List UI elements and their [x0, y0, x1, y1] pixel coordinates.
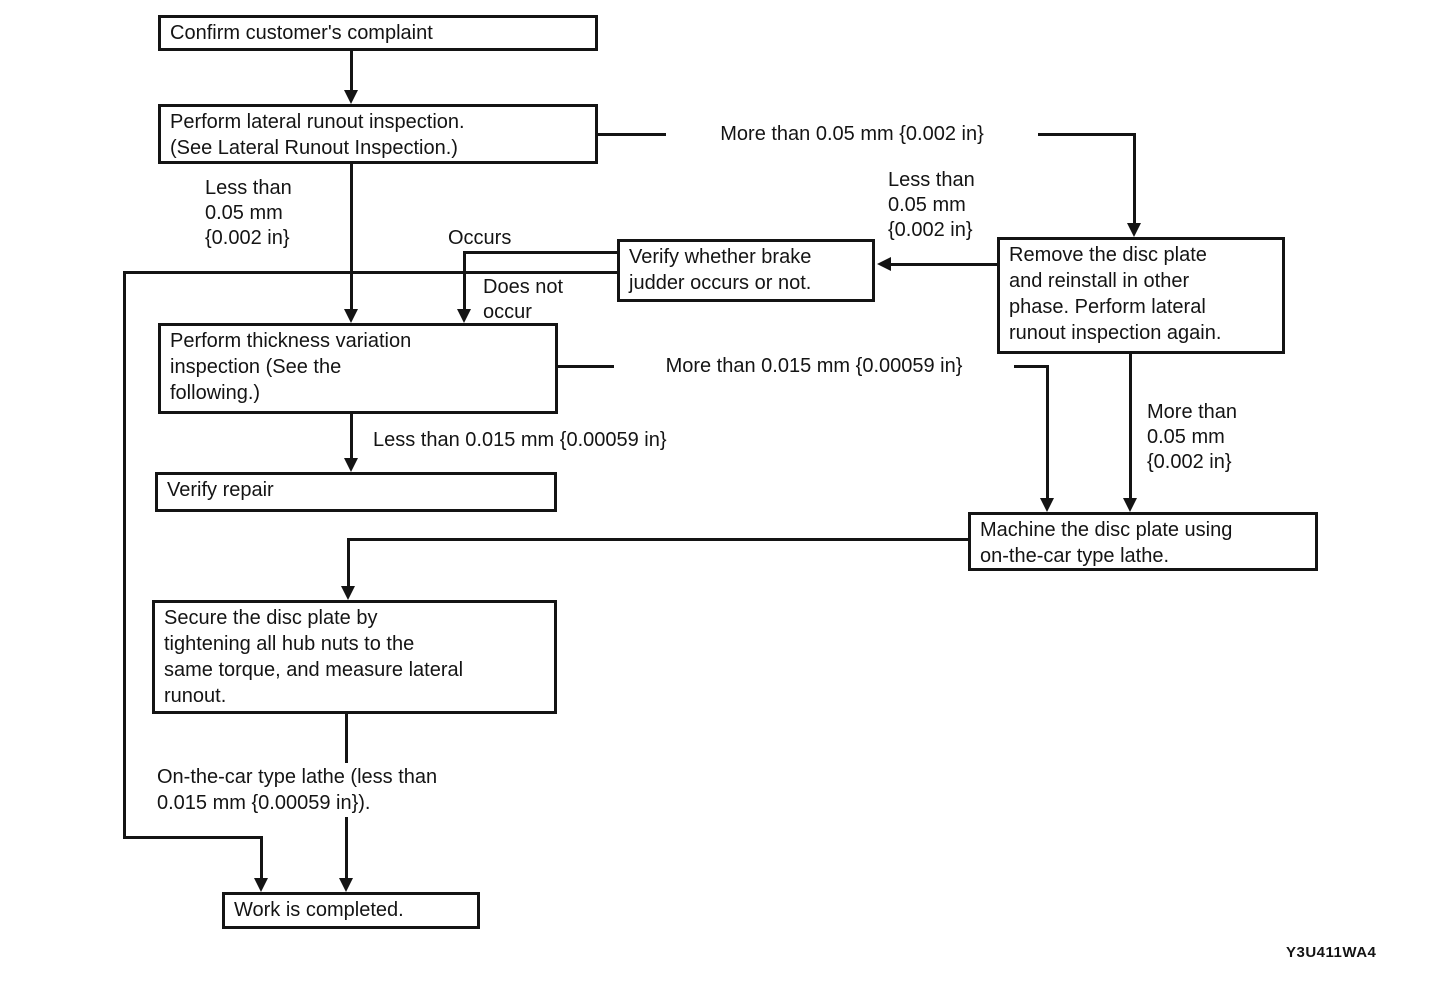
arrowhead-remove-to-machine: [1123, 498, 1137, 512]
label-on-the-car-lathe: On-the-car type lathe (less than 0.015 m…: [157, 763, 444, 817]
connector-lateral-to-thickness: [350, 164, 353, 310]
node-confirm-complaint: Confirm customer's complaint: [158, 15, 598, 51]
label-less-than-005-mid: Less than 0.05 mm {0.002 in}: [888, 169, 975, 241]
label-less-than-005-left: Less than 0.05 mm {0.002 in}: [205, 177, 292, 249]
connector-thickness-to-machine-vertical: [1046, 365, 1049, 499]
connector-does-not-occur-vertical: [123, 271, 126, 838]
connector-lateral-to-remove-vertical: [1133, 133, 1136, 224]
label-occurs: Occurs: [448, 227, 512, 249]
arrowhead-does-not-occur-to-work: [254, 878, 268, 892]
node-machine-disc-plate: Machine the disc plate using on-the-car …: [968, 512, 1318, 571]
label-more-than-005-top: More than 0.05 mm {0.002 in}: [666, 122, 1038, 147]
connector-occurs-vertical: [463, 251, 466, 310]
connector-does-not-occur-drop: [260, 836, 263, 879]
connector-remove-to-machine: [1129, 353, 1132, 499]
label-does-not-occur: Does not occur: [483, 276, 564, 323]
node-verify-brake-judder: Verify whether brake judder occurs or no…: [617, 239, 875, 302]
label-more-than-0015: More than 0.015 mm {0.00059 in}: [614, 354, 1014, 379]
arrowhead-lateral-to-remove: [1127, 223, 1141, 237]
node-thickness-variation-inspection: Perform thickness variation inspection (…: [158, 323, 558, 414]
connector-machine-to-secure-vertical: [347, 538, 350, 587]
label-more-than-005-right: More than 0.05 mm {0.002 in}: [1147, 401, 1238, 473]
connector-does-not-occur-horizontal: [123, 271, 617, 274]
arrowhead-occurs-to-thickness: [457, 309, 471, 323]
arrowhead-secure-to-work: [339, 878, 353, 892]
node-verify-repair: Verify repair: [155, 472, 557, 512]
arrowhead-remove-to-verify: [877, 257, 891, 271]
label-less-than-0015: Less than 0.015 mm {0.00059 in}: [373, 429, 667, 451]
arrowhead-confirm-to-lateral: [344, 90, 358, 104]
connector-machine-to-secure-horizontal: [347, 538, 969, 541]
arrowhead-thickness-to-machine: [1040, 498, 1054, 512]
connector-occurs-horizontal: [464, 251, 617, 254]
figure-id: Y3U411WA4: [1286, 944, 1377, 961]
node-lateral-runout-inspection: Perform lateral runout inspection. (See …: [158, 104, 598, 164]
node-secure-disc-plate: Secure the disc plate by tightening all …: [152, 600, 557, 714]
node-remove-reinstall-disc: Remove the disc plate and reinstall in o…: [997, 237, 1285, 354]
arrowhead-lateral-to-thickness: [344, 309, 358, 323]
connector-remove-to-verify: [889, 263, 997, 266]
connector-does-not-occur-bottom: [123, 836, 263, 839]
arrowhead-thickness-to-verify-repair: [344, 458, 358, 472]
node-work-completed: Work is completed.: [222, 892, 480, 929]
arrowhead-machine-to-secure: [341, 586, 355, 600]
connector-thickness-to-verify-repair: [350, 414, 353, 459]
connector-confirm-to-lateral: [350, 51, 353, 92]
